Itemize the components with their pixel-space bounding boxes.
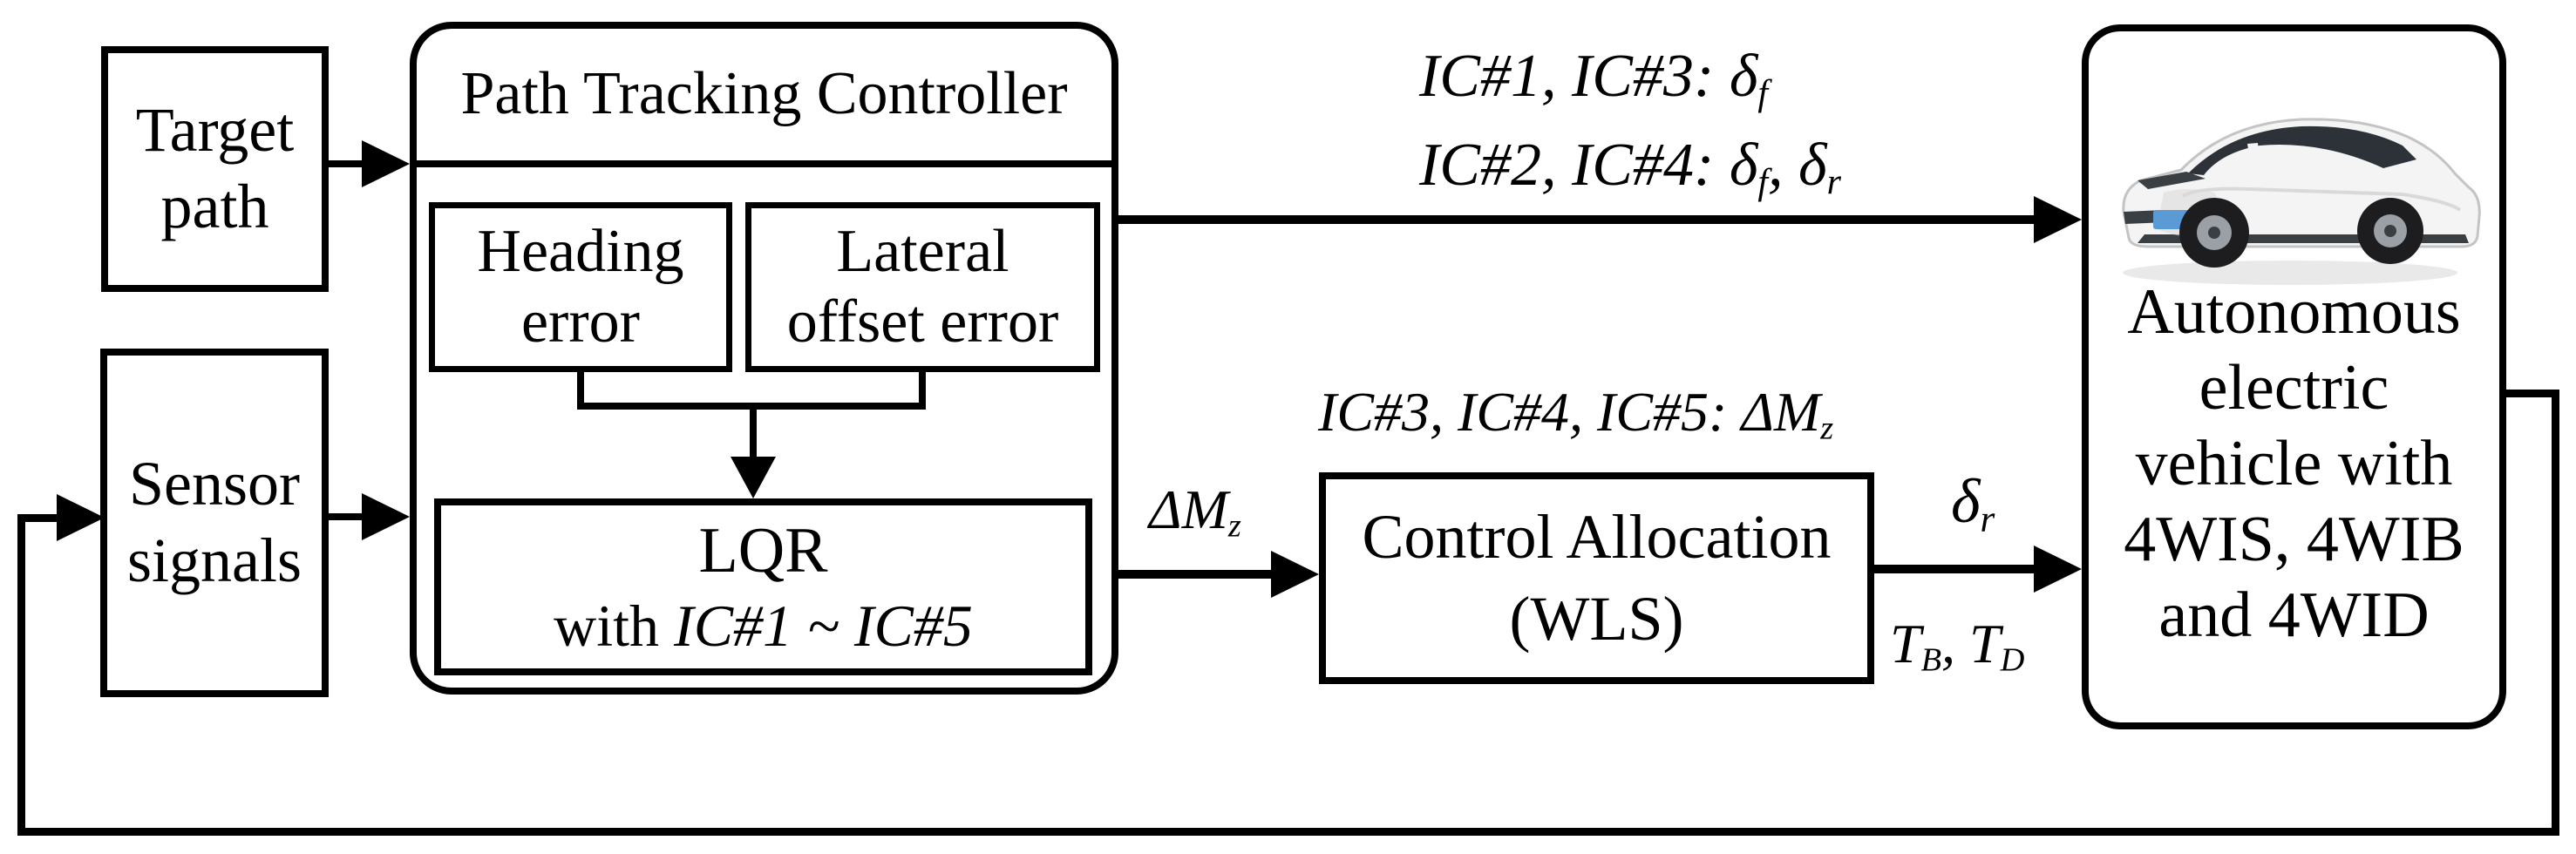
vehicle-caption-line: and 4WID [2158,580,2430,651]
lqr-with-text: with [554,593,675,660]
subscript: f [1757,73,1769,114]
feedback-line-out [2506,390,2559,397]
feedback-line-bottom [17,828,2559,836]
right-arrowhead-icon [1271,551,1319,598]
subscript: B [1920,641,1942,679]
lqr-ic-range-text: IC#1 ~ IC#5 [674,593,973,660]
lateral-error-stub-line [919,372,926,410]
right-arrowhead-icon [2034,546,2082,593]
lateral-offset-label-line1: Lateral [836,218,1009,285]
target-path-label-line2: path [160,172,269,241]
subscript: z [1820,410,1834,447]
feedback-line-right-vertical [2552,390,2559,836]
target-path-box: Target path [101,46,329,292]
delta-m-symbol: ΔM [1149,478,1228,540]
label-text: IC#2, IC#4: [1419,132,1730,199]
heading-error-box: Heading error [429,202,732,372]
subscript: D [2000,641,2025,679]
sensor-signals-label-line1: Sensor [129,449,300,519]
feedback-line-in [25,514,60,522]
lateral-offset-error-box: Lateral offset error [745,202,1100,372]
subscript: r [1826,162,1841,203]
control-allocation-label-line2: (WLS) [1509,583,1684,654]
label-text: IC#3, IC#4, IC#5: [1318,381,1742,443]
subscript: f [1757,162,1769,203]
subscript: r [1980,498,1995,540]
delta-symbol: δ [1729,132,1758,199]
sensor-signals-label-line2: signals [126,525,302,595]
heading-error-label-line2: error [520,288,640,356]
subscript: z [1227,507,1241,545]
right-arrowhead-icon [2034,196,2082,243]
right-arrowhead-icon [362,140,410,187]
bus-to-lqr-line [750,403,757,458]
right-arrowhead-icon [362,493,410,540]
path-tracking-controller-box [410,22,1118,695]
delta-symbol: δ [1798,132,1827,199]
label-brake-drive-torques: TB, TD [1890,612,2025,679]
control-allocation-label-line1: Control Allocation [1362,501,1832,572]
arrow-line [329,160,364,167]
vehicle-caption-line: 4WIS, 4WIB [2124,504,2464,575]
label-text: , [1941,613,1970,674]
controller-title-separator [410,160,1118,167]
label-ic1-ic3-front-steer: IC#1, IC#3: δf [1419,42,1768,112]
lqr-box: LQR with IC#1 ~ IC#5 [434,498,1092,675]
label-ic3-ic4-ic5-yaw-moment: IC#3, IC#4, IC#5: ΔMz [1318,380,1834,447]
vehicle-caption-line: vehicle with [2135,428,2453,499]
label-ic2-ic4-front-rear-steer: IC#2, IC#4: δf, δr [1419,131,1841,203]
lqr-label-line2: with IC#1 ~ IC#5 [554,590,973,662]
target-path-label-line1: Target [135,95,295,166]
vehicle-caption-line: Autonomous [2127,276,2461,348]
vehicle-caption-line: electric [2199,352,2389,424]
label-rear-steer: δr [1951,465,1995,540]
feedback-line-left-vertical [17,514,25,836]
lqr-label-line1: LQR [698,514,828,586]
torque-symbol: T [1969,613,2001,674]
label-text: , [1768,132,1799,199]
label-text: IC#1, IC#3: [1419,43,1730,110]
control-allocation-box: Control Allocation (WLS) [1319,472,1874,684]
delta-m-symbol: ΔM [1741,381,1821,443]
sensor-signals-box: Sensor signals [100,349,329,697]
delta-symbol: δ [1951,466,1981,536]
label-yaw-moment: ΔMz [1149,478,1241,545]
arrow-line [329,513,364,520]
heading-error-stub-line [577,372,584,410]
right-arrowhead-icon [57,494,105,541]
arrow-line [1874,565,2036,573]
heading-error-label-line1: Heading [477,218,684,285]
car-image [2122,118,2481,285]
arrow-line [1118,570,1273,579]
vehicle-caption: Autonomous electric vehicle with 4WIS, 4… [2089,274,2499,654]
torque-symbol: T [1890,613,1921,674]
lateral-offset-label-line2: offset error [786,288,1059,356]
down-arrowhead-icon [731,457,776,498]
path-tracking-controller-title: Path Tracking Controller [460,60,1068,127]
delta-symbol: δ [1729,43,1758,110]
arrow-line [1118,215,2036,224]
